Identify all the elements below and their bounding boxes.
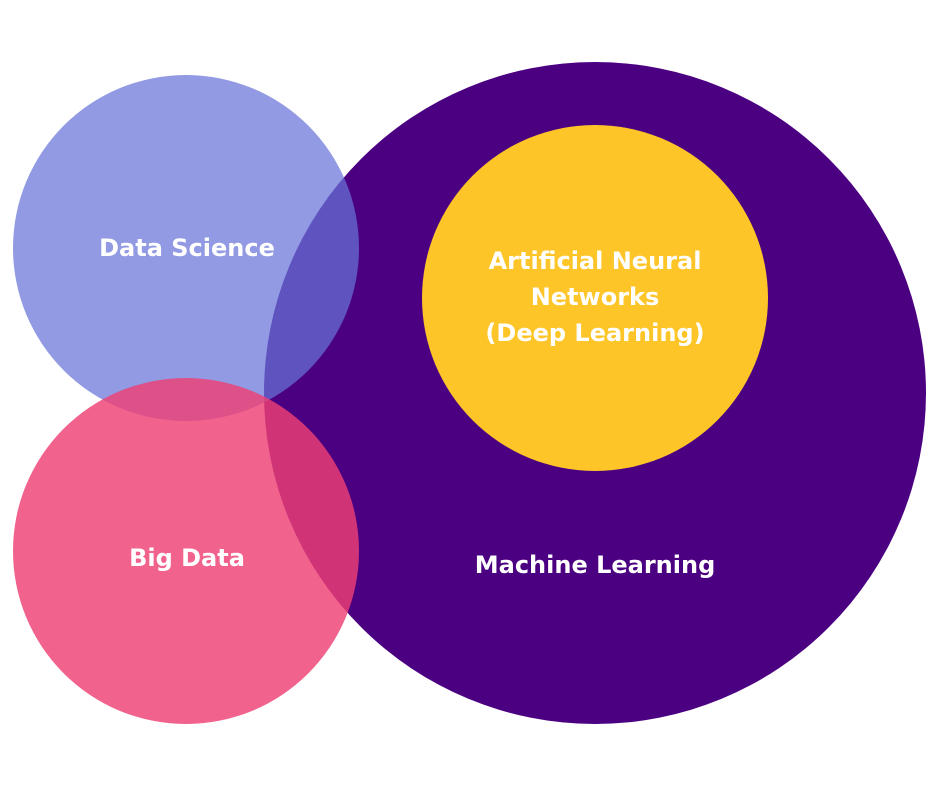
ann-label-line1: Artificial Neural xyxy=(489,247,702,275)
ann-label-line3: (Deep Learning) xyxy=(485,319,704,347)
ann-circle xyxy=(422,125,768,471)
big-data-circle xyxy=(13,378,359,724)
ann-label-line2: Networks xyxy=(531,283,660,311)
data-science-circle xyxy=(13,75,359,421)
machine-learning-label: Machine Learning xyxy=(475,551,716,579)
data-science-label: Data Science xyxy=(99,234,275,262)
big-data-label: Big Data xyxy=(129,544,245,572)
